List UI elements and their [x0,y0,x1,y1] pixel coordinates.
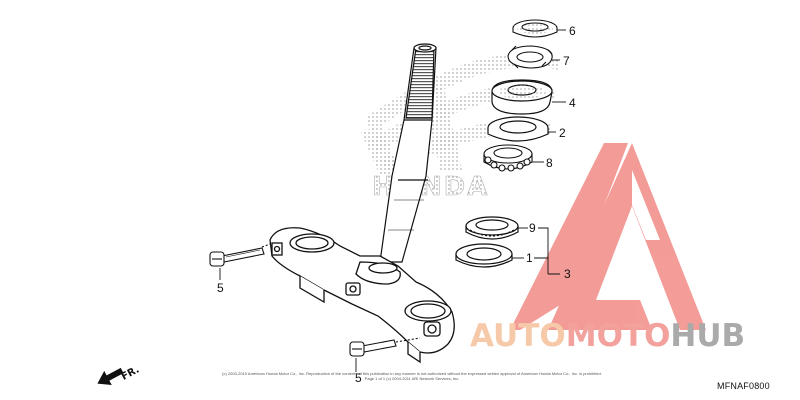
leader-lines [219,29,566,372]
lower-race-1 [455,243,513,268]
callout-9: 9 [529,221,536,235]
copyright-text: (c) 2003-2010 American Honda Motor Co., … [222,371,602,381]
callout-3: 3 [564,267,571,281]
steering-stem [379,43,437,263]
lower-bearing-9 [465,216,519,240]
bolt-left [209,243,271,267]
watermark-logo-icon [510,143,706,330]
callout-5-left: 5 [217,281,224,295]
dust-seal-2 [487,116,549,142]
adjusting-nut-4 [491,79,553,115]
watermark-auto: AUTO [470,318,566,354]
callout-7: 7 [563,54,570,68]
watermark-hub: HUB [670,318,746,354]
front-direction-arrow-icon [97,367,124,386]
callout-4: 4 [569,96,576,110]
lock-washer-7 [507,45,553,69]
bolt-bottom [349,337,421,357]
callout-1: 1 [526,251,533,265]
direction-label: FR. [120,364,142,382]
callout-6: 6 [569,24,576,38]
diagram-code: MFNAF0800 [717,381,770,391]
callout-8: 8 [546,156,553,170]
upper-bearing-8 [483,144,533,172]
watermark-brand: AUTOMOTOHUB [470,318,745,354]
lower-triple-clamp [269,227,455,364]
callout-2: 2 [559,126,566,140]
watermark-moto: MOTO [565,318,671,354]
callout-5-bottom: 5 [355,371,362,385]
lock-nut-6 [512,19,558,38]
